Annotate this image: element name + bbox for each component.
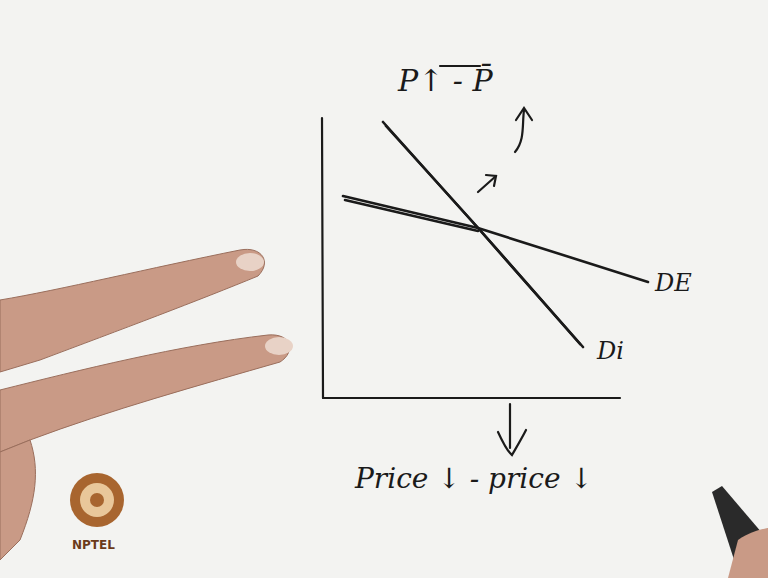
sketch-arrow xyxy=(440,66,532,455)
logo xyxy=(70,473,124,527)
curve-label: Di xyxy=(597,337,624,365)
hand xyxy=(728,528,768,578)
hand xyxy=(0,249,290,560)
pen xyxy=(712,486,768,578)
curve-label-holder: DE xyxy=(655,270,692,296)
price-expression: Price ↓ - price ↓ xyxy=(355,462,593,495)
curve-label-holder: Di xyxy=(597,338,624,364)
logo xyxy=(90,493,104,507)
logo-text: NPTEL xyxy=(72,538,115,552)
price-expression-holder: P↑ - P̄ xyxy=(398,64,493,97)
logo xyxy=(80,483,114,517)
demand-curve xyxy=(343,122,648,347)
price-expression: P↑ - P̄ xyxy=(398,63,493,98)
logo-text-holder: NPTEL xyxy=(72,534,115,553)
price-expression-holder: Price ↓ - price ↓ xyxy=(355,464,593,495)
fingernail xyxy=(265,337,293,355)
curve-label: DE xyxy=(655,269,692,297)
fingernail xyxy=(236,253,264,271)
